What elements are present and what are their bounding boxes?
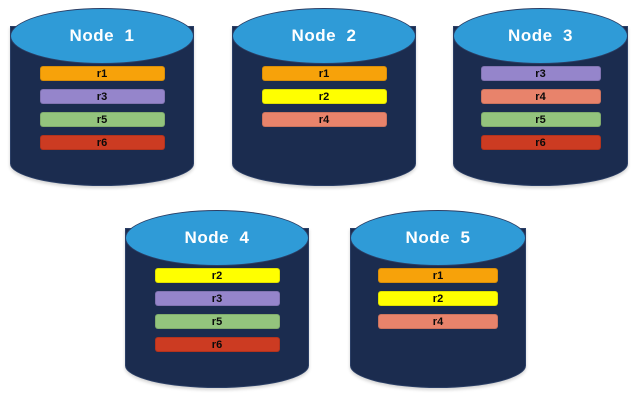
cylinder-top-ellipse: Node 2 <box>232 8 416 64</box>
node-label: Node 4 <box>184 228 250 247</box>
replica-bar-r3[interactable]: r3 <box>480 66 601 81</box>
replica-stack: r1 r2 r4 <box>232 66 416 127</box>
cylinder-top-ellipse: Node 5 <box>350 210 526 266</box>
replica-stack: r2 r3 r5 r6 <box>125 268 309 352</box>
replica-bar-r5[interactable]: r5 <box>154 314 280 329</box>
replica-stack: r1 r2 r4 <box>350 268 526 329</box>
database-node-3[interactable]: Node 3 r3 r4 r5 r6 <box>453 8 628 186</box>
replica-bar-r2[interactable]: r2 <box>154 268 280 283</box>
cylinder-top-ellipse: Node 1 <box>10 8 194 64</box>
node-label: Node 5 <box>405 228 471 247</box>
node-label: Node 2 <box>291 26 357 45</box>
replica-bar-r4[interactable]: r4 <box>378 314 498 329</box>
replica-stack: r1 r3 r5 r6 <box>10 66 194 150</box>
node-label: Node 3 <box>508 26 573 45</box>
replica-stack: r3 r4 r5 r6 <box>453 66 628 150</box>
database-node-5[interactable]: Node 5 r1 r2 r4 <box>350 210 526 388</box>
database-node-2[interactable]: Node 2 r1 r2 r4 <box>232 8 416 186</box>
replica-bar-r6[interactable]: r6 <box>480 135 601 150</box>
replica-bar-r4[interactable]: r4 <box>261 112 387 127</box>
node-label: Node 1 <box>69 26 135 45</box>
replica-bar-r3[interactable]: r3 <box>39 89 165 104</box>
replica-bar-r2[interactable]: r2 <box>261 89 387 104</box>
replica-bar-r6[interactable]: r6 <box>154 337 280 352</box>
cylinder-top-ellipse: Node 4 <box>125 210 309 266</box>
replica-bar-r1[interactable]: r1 <box>378 268 498 283</box>
database-node-1[interactable]: Node 1 r1 r3 r5 r6 <box>10 8 194 186</box>
replica-bar-r5[interactable]: r5 <box>480 112 601 127</box>
replica-bar-r3[interactable]: r3 <box>154 291 280 306</box>
replica-bar-r1[interactable]: r1 <box>39 66 165 81</box>
replica-bar-r6[interactable]: r6 <box>39 135 165 150</box>
replica-bar-r5[interactable]: r5 <box>39 112 165 127</box>
replica-bar-r4[interactable]: r4 <box>480 89 601 104</box>
database-node-4[interactable]: Node 4 r2 r3 r5 r6 <box>125 210 309 388</box>
replica-bar-r2[interactable]: r2 <box>378 291 498 306</box>
cylinder-top-ellipse: Node 3 <box>453 8 628 64</box>
replica-bar-r1[interactable]: r1 <box>261 66 387 81</box>
